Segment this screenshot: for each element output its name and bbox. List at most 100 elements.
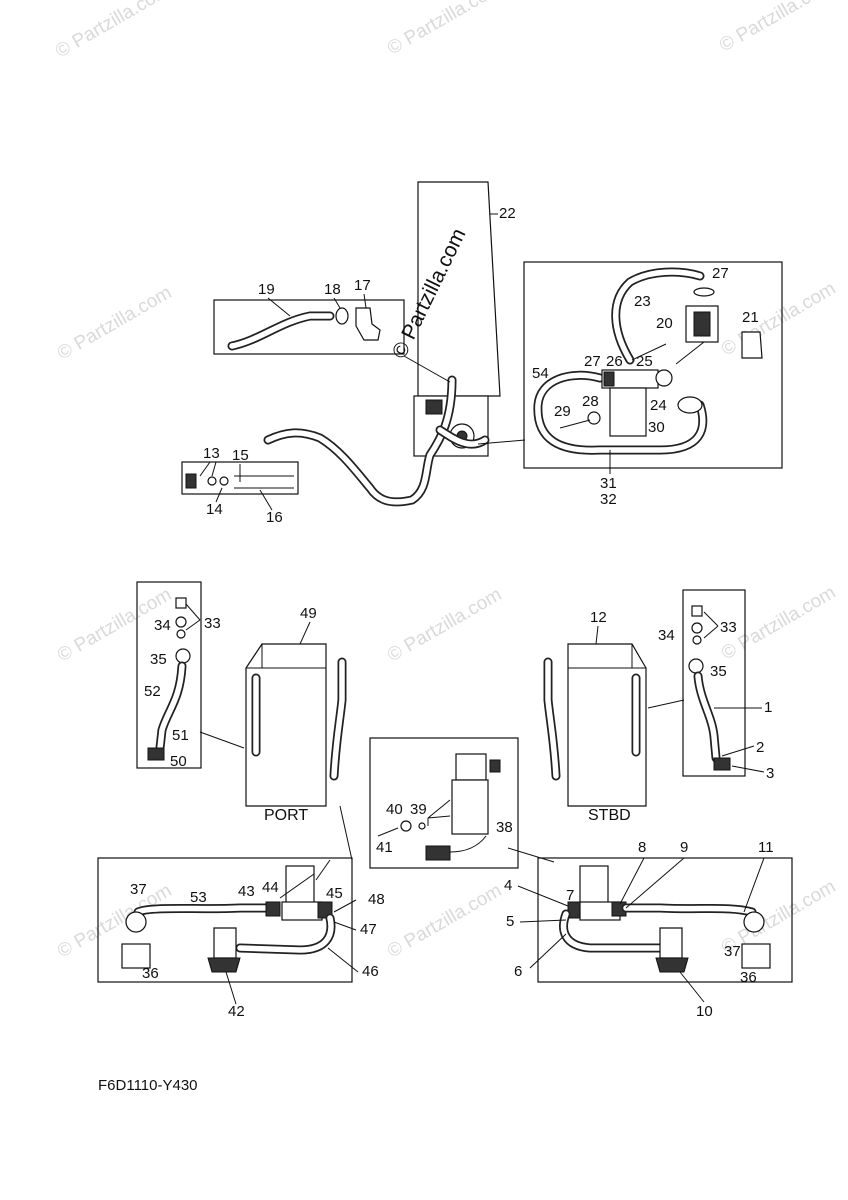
port-hose-right-inner (331, 659, 345, 779)
hose-19-inner (229, 313, 333, 349)
watermark: © Partzilla.com (54, 282, 175, 364)
callout-49: 49 (300, 605, 317, 622)
stbd-label: STBD (588, 807, 631, 824)
callout-6: 6 (514, 963, 522, 980)
leaders-stbd-inset (703, 611, 765, 773)
inset-port-hose (136, 581, 202, 769)
hose-53-inner (135, 905, 273, 915)
washer-34 (175, 616, 187, 628)
callout-3: 3 (766, 765, 774, 782)
port-label: PORT (264, 807, 308, 824)
callout-45: 45 (326, 885, 343, 902)
callout-35-stbd: 35 (710, 663, 727, 680)
hose-11-inner (623, 905, 755, 915)
callout-23: 23 (634, 293, 651, 310)
stbd-hose-left-inner (545, 659, 559, 779)
callout-5: 5 (506, 913, 514, 930)
inset-13-16 (181, 461, 299, 495)
watermark: © Partzilla.com (718, 278, 839, 360)
washer-14 (219, 476, 229, 486)
fitting-21 (741, 331, 763, 359)
inset-pump-bracket (369, 737, 519, 869)
callout-2: 2 (756, 739, 764, 756)
callout-37-stbd: 37 (724, 943, 741, 960)
callout-9: 9 (680, 839, 688, 856)
pump-38-fitting (489, 759, 501, 773)
callout-51: 51 (172, 727, 189, 744)
hose-end (677, 396, 703, 414)
hose-46-inner (237, 915, 334, 953)
callout-28: 28 (582, 393, 599, 410)
diagram-code: F6D1110-Y430 (98, 1077, 198, 1094)
fitting-3 (713, 757, 731, 771)
callout-27a: 27 (712, 265, 729, 282)
washer-34-stbd (691, 622, 703, 634)
callout-39: 39 (410, 801, 427, 818)
leader-stbd-inset (647, 699, 685, 709)
clamp-35 (175, 648, 191, 664)
watermark: © Partzilla.com (716, 0, 837, 56)
port-pump (285, 865, 315, 907)
washer-33-stbd (692, 635, 702, 645)
leader-port-inset (199, 731, 245, 749)
callout-38: 38 (496, 819, 513, 836)
washer-28 (587, 411, 601, 425)
callout-7: 7 (566, 887, 574, 904)
callout-34-port: 34 (154, 617, 171, 634)
callout-29: 29 (554, 403, 571, 420)
callout-25: 25 (636, 353, 653, 370)
callout-26: 26 (606, 353, 623, 370)
port-panel (245, 643, 327, 807)
watermark: © Partzilla.com (54, 880, 175, 962)
washer-33 (176, 629, 186, 639)
watermark: © Partzilla.com (384, 584, 505, 666)
callout-32: 32 (600, 491, 617, 508)
callout-22: 22 (499, 205, 516, 222)
pump-10-body (659, 927, 683, 959)
hose-1-inner (695, 673, 719, 761)
bolt-29 (559, 419, 591, 429)
pump-38-bracket (451, 779, 489, 835)
inset-port-pump (97, 857, 353, 983)
strainer-20-core (693, 311, 711, 337)
stbd-assembly: STBD 12 33 34 35 1 2 3 4 5 6 7 (504, 589, 793, 1020)
callout-15: 15 (232, 447, 249, 464)
bolt-41 (377, 827, 399, 837)
watermarks: © Partzilla.com © Partzilla.com © Partzi… (52, 0, 839, 962)
hose-6-inner (560, 911, 663, 951)
callout-34-stbd: 34 (658, 627, 675, 644)
callout-21: 21 (742, 309, 759, 326)
stbd-pump (579, 865, 609, 907)
leaders-port-pump (225, 899, 359, 1005)
loop-hose-inner (437, 427, 488, 447)
pump-base-44 (281, 901, 323, 921)
leaders-33-port (185, 603, 201, 631)
wire-38 (449, 835, 487, 853)
clamp-18 (335, 307, 349, 325)
leaders-13-16 (199, 461, 273, 511)
callout-1: 1 (764, 699, 772, 716)
clamp-43 (265, 901, 281, 917)
elbow-17 (355, 307, 381, 341)
callout-11: 11 (758, 839, 774, 856)
callout-10: 10 (696, 1003, 713, 1020)
callout-40: 40 (386, 801, 403, 818)
inset-17-19 (213, 299, 405, 355)
callout-44: 44 (262, 879, 279, 896)
fitting-36-stbd (741, 943, 771, 969)
clamp-37-port (125, 911, 147, 933)
callout-37-port: 37 (130, 881, 147, 898)
leader-49 (299, 621, 311, 645)
pump-42-body (213, 927, 237, 959)
callout-53: 53 (190, 889, 207, 906)
callout-12: 12 (590, 609, 607, 626)
leaders-17-19 (267, 293, 367, 317)
pump-10-base (655, 957, 689, 973)
leader-right-box (477, 439, 526, 445)
callout-24: 24 (650, 397, 667, 414)
callout-31: 31 (600, 475, 617, 492)
clamp-27-top (693, 287, 715, 297)
callout-52: 52 (144, 683, 161, 700)
fitting-36-port (121, 943, 151, 969)
